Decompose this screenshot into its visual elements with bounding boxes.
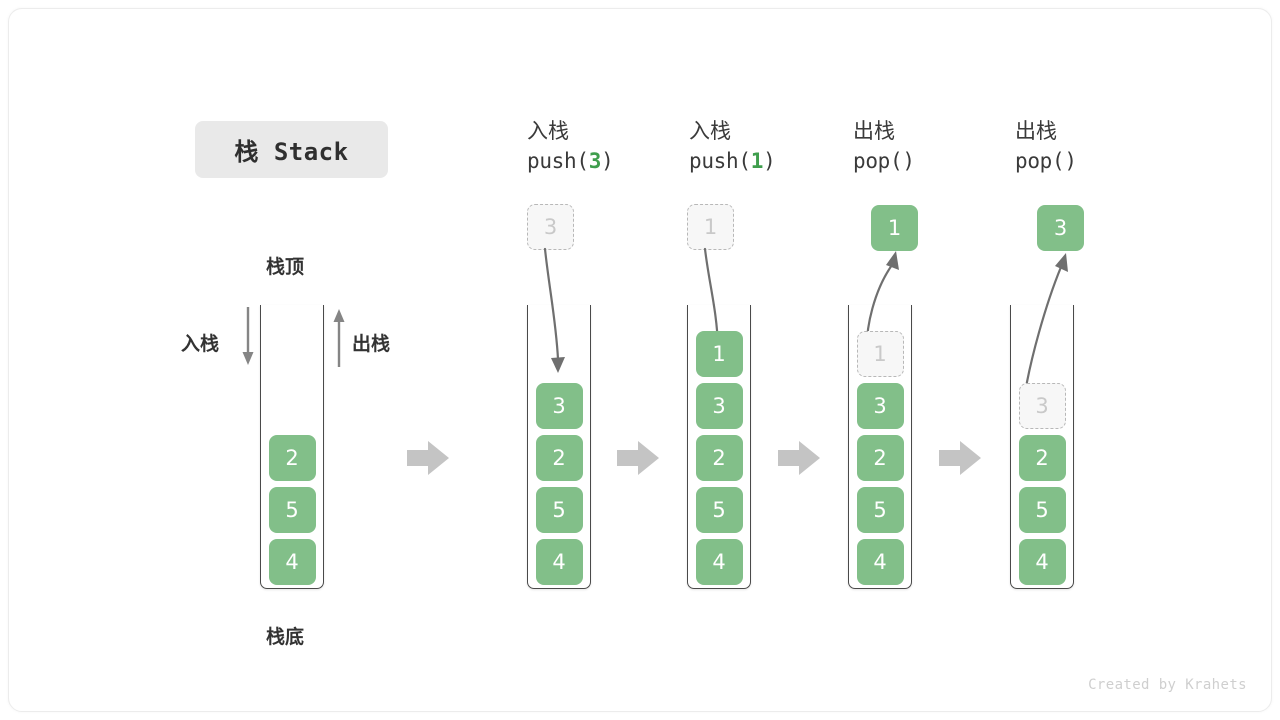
step-header-push-3: 入栈 push(3): [527, 116, 614, 176]
step-header-arg: 3: [588, 149, 602, 174]
stack-frame: [1010, 305, 1074, 589]
stack-cell-filled: 5: [535, 487, 583, 533]
stack-cell-filled: 3: [695, 383, 743, 429]
stack-slots: 3 2 5 4: [527, 305, 591, 589]
stack-slots: 1 3 2 5 4: [848, 305, 912, 589]
step-header-arg: 1: [750, 149, 764, 174]
step-header-cn: 入栈: [527, 119, 569, 143]
pop-side-label: 出栈: [352, 333, 391, 355]
stack-cell-filled: 1: [695, 331, 743, 377]
floating-element-pop-1: 1: [871, 205, 918, 251]
stack-cell-filled: 2: [856, 435, 904, 481]
step-header-pop-1: 出栈 pop(): [853, 116, 915, 176]
step-header-cn: 入栈: [689, 119, 731, 143]
stack-cell-filled: 2: [535, 435, 583, 481]
stack-cell-filled: 2: [268, 435, 316, 481]
step-header-code: push(3): [527, 149, 614, 174]
step-arrow-3: [778, 441, 820, 475]
stack-slots: 2 5 4: [260, 305, 324, 589]
stack-frame: [687, 305, 751, 589]
stack-bottom-label: 栈底: [266, 626, 305, 648]
stack-cell-filled: 4: [268, 539, 316, 585]
stack-frame: [260, 305, 324, 589]
step-arrow-2: [617, 441, 659, 475]
push-direction-arrow: [242, 307, 254, 365]
stack-cell-filled: 2: [695, 435, 743, 481]
push-side-label: 入栈: [181, 333, 220, 355]
step-header-push-1: 入栈 push(1): [689, 116, 776, 176]
stack-slots: 3 2 5 4: [1010, 305, 1074, 589]
stack-frame: [527, 305, 591, 589]
stack-cell-filled: 4: [695, 539, 743, 585]
step-header-code: pop(): [1015, 149, 1077, 174]
stack-frame: [848, 305, 912, 589]
diagram-canvas: 栈 Stack 栈顶 栈底 入栈 出栈 2 5 4 入栈 push(3) 3: [8, 8, 1272, 712]
stack-cell-filled: 4: [856, 539, 904, 585]
stack-cell-filled: 5: [695, 487, 743, 533]
floating-element-pop-3: 3: [1037, 205, 1084, 251]
step-arrow-1: [407, 441, 449, 475]
stack-cell-filled: 4: [1018, 539, 1066, 585]
step-header-code: pop(): [853, 149, 915, 174]
stack-cell-ghost: 1: [856, 331, 904, 377]
step-header-pop-3: 出栈 pop(): [1015, 116, 1077, 176]
step-header-code: push(1): [689, 149, 776, 174]
step-arrow-4: [939, 441, 981, 475]
floating-element-push-1: 1: [687, 204, 734, 250]
motion-arrow-push-3: [543, 247, 565, 373]
title-badge: 栈 Stack: [195, 121, 388, 178]
stack-top-label: 栈顶: [266, 256, 305, 278]
stack-cell-filled: 5: [856, 487, 904, 533]
stack-cell-filled: 3: [856, 383, 904, 429]
step-header-cn: 出栈: [853, 119, 895, 143]
stack-cell-ghost: 3: [1018, 383, 1066, 429]
stack-cell-filled: 5: [268, 487, 316, 533]
stack-slots: 1 3 2 5 4: [687, 305, 751, 589]
step-header-cn: 出栈: [1015, 119, 1057, 143]
watermark-credit: Created by Krahets: [1088, 677, 1247, 693]
pop-direction-arrow: [333, 309, 345, 367]
stack-cell-filled: 3: [535, 383, 583, 429]
floating-element-push-3: 3: [527, 204, 574, 250]
stack-cell-filled: 2: [1018, 435, 1066, 481]
stack-cell-filled: 5: [1018, 487, 1066, 533]
stack-cell-filled: 4: [535, 539, 583, 585]
